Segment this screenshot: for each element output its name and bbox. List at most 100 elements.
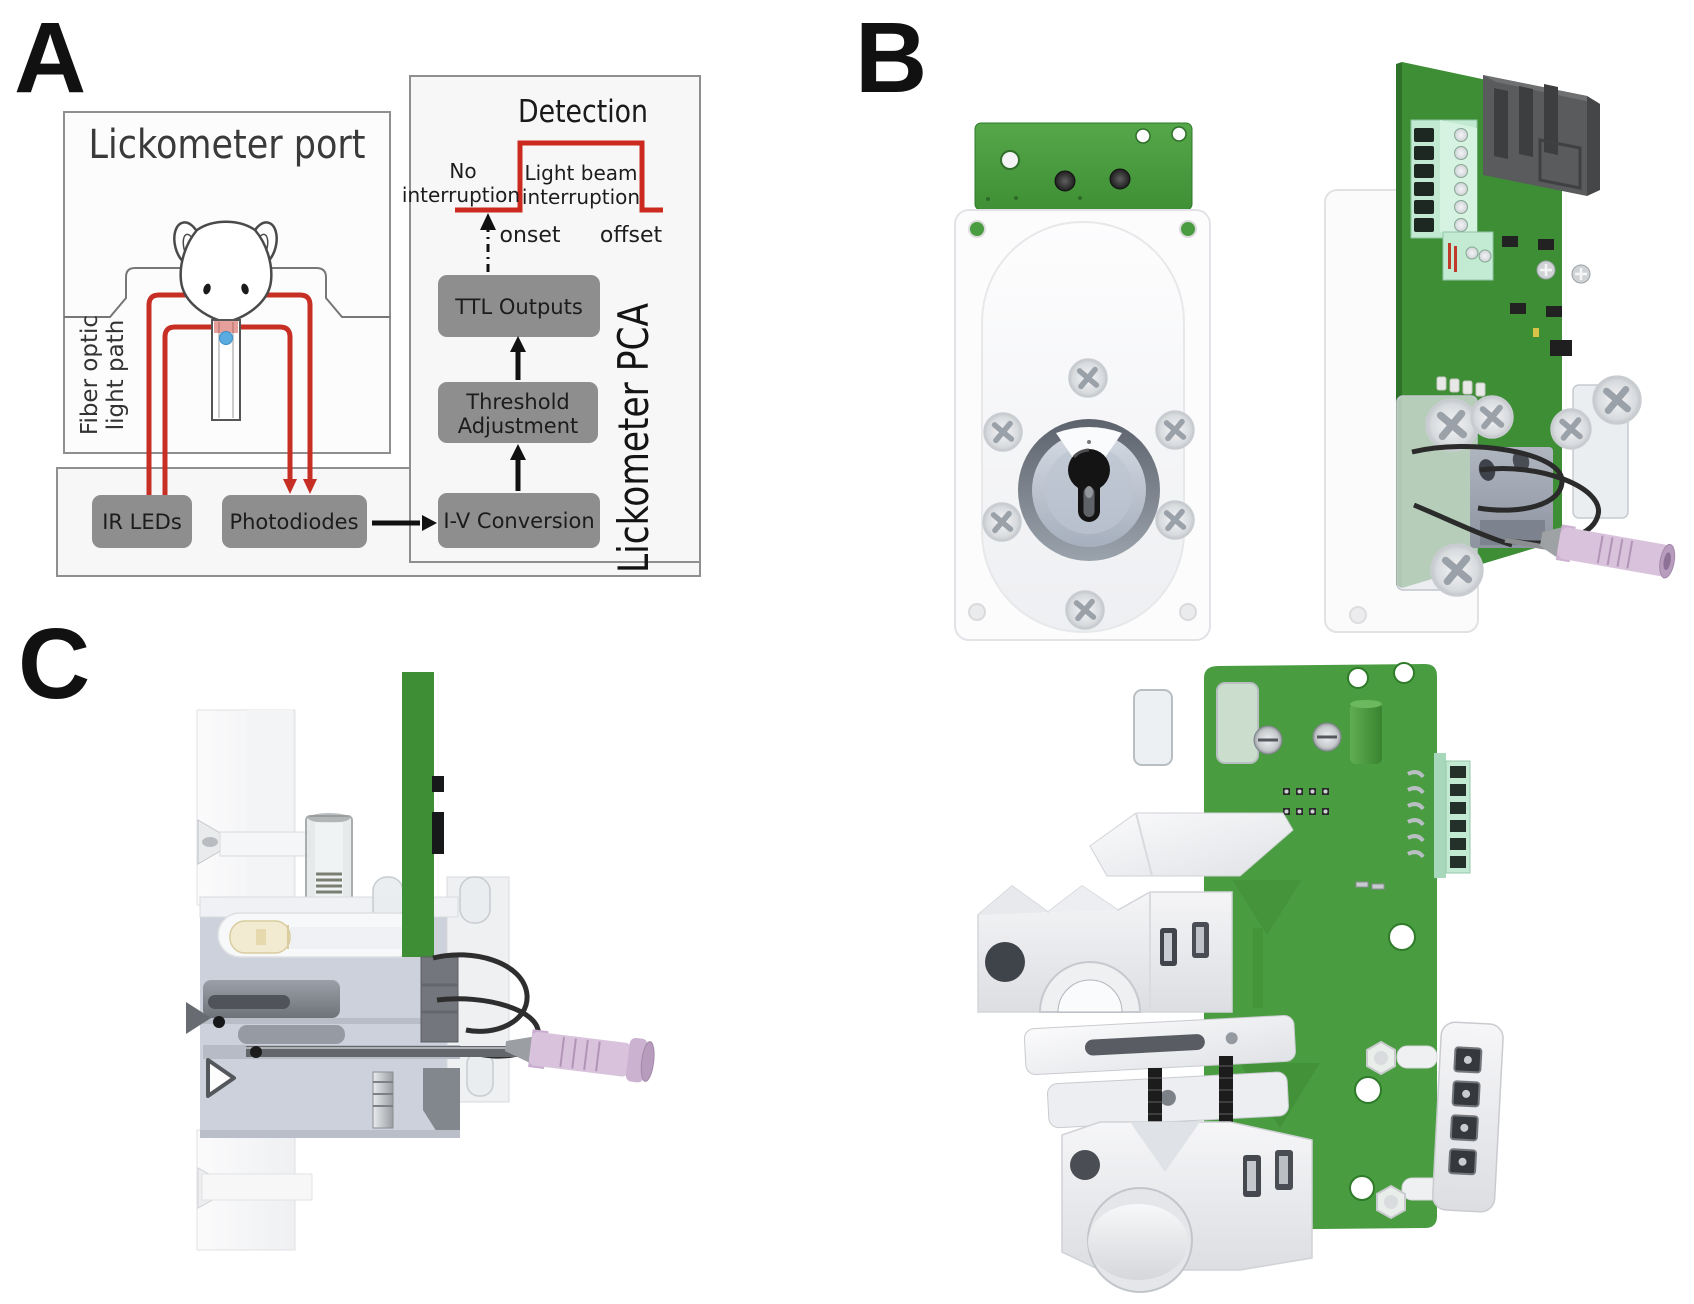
pcb-hole (1354, 1076, 1382, 1104)
tab-hole-3 (1171, 126, 1187, 142)
acrylic-tube-section (305, 813, 353, 907)
mount-screw-icon (1593, 376, 1641, 424)
drop-forming-point (250, 1046, 262, 1058)
up-arrowhead2-icon (510, 444, 526, 460)
ir-leds-box (92, 495, 192, 548)
phillips-screw-icon (1069, 359, 1107, 397)
panel-c-label: C (18, 608, 90, 720)
smd-components (1436, 236, 1591, 397)
panel-b-label: B (855, 2, 927, 114)
faceplate-section (196, 709, 313, 1251)
rj45-jack (1483, 75, 1600, 196)
beam-interruption-line2: interruption (522, 185, 640, 209)
bent-header-pins (1407, 770, 1425, 859)
threshold-label-line2: Adjustment (458, 414, 579, 438)
clamp-block (423, 1068, 460, 1137)
mount-screw-icon (1471, 396, 1513, 438)
threshold-box (438, 382, 598, 443)
terminal-slot (1414, 200, 1434, 214)
connector-block (1431, 1021, 1504, 1213)
tab-standoff-screw (1054, 170, 1076, 192)
panel-a-diagram: Lickometer port Fiber optic light path D… (14, 2, 701, 577)
threshold-label-line1: Threshold (465, 390, 570, 414)
fiber-label-line1: Fiber optic (77, 315, 103, 435)
yellow-led (1533, 328, 1539, 337)
open-arrowhead-annotation (206, 1058, 236, 1098)
render-side-view (1324, 62, 1676, 633)
needle-hub (1557, 527, 1671, 577)
no-interruption-line1: No (449, 159, 476, 183)
panel-b-renders: B (855, 2, 1676, 641)
pcb-hole (1347, 667, 1369, 689)
panel-b-exploded-view (977, 662, 1504, 1293)
terminal-slot (1414, 146, 1434, 160)
mount-screw-icon (1551, 409, 1591, 449)
plate-hole-tl (968, 220, 986, 238)
green-spacer-cylinder (1350, 703, 1382, 764)
mount-screw-icon (1426, 399, 1477, 450)
render-front-view (954, 122, 1211, 641)
screw-bore (219, 831, 311, 857)
mouse-head (179, 220, 273, 325)
plate-hole-bl (968, 603, 986, 621)
plate-hole-tr (1179, 220, 1197, 238)
tab-standoff-screw-2 (1109, 168, 1131, 190)
needle-shaft (246, 1046, 612, 1057)
terminal-slot (1414, 164, 1434, 178)
photodiodes-box (222, 495, 367, 548)
pin-headers (1283, 788, 1329, 815)
pcb-hole (1393, 662, 1415, 684)
port-box-title: Lickometer port (89, 122, 366, 168)
mount-screw-icon (1431, 544, 1482, 595)
beam-arrow-left-icon (283, 479, 297, 494)
mouse-left-eye (203, 283, 211, 295)
beam-arrow-right-icon (303, 479, 317, 494)
plate-side-hole (1349, 606, 1367, 624)
terminal-slot (1414, 182, 1434, 196)
drinking-spout (211, 319, 241, 421)
ir-leds-label: IR LEDs (102, 510, 182, 534)
ttl-pulse-trace (455, 140, 663, 213)
upper-beam-point (213, 1016, 225, 1028)
lower-tab (201, 1173, 313, 1201)
solder-pin (1355, 881, 1369, 888)
needle-assembly-section (246, 1029, 655, 1083)
ir-beam-crossing (214, 321, 238, 333)
printed-block-lower (1061, 1121, 1313, 1293)
iv-conversion-box (438, 493, 600, 548)
hub-mouth (640, 1041, 655, 1082)
phillips-screw-icon (984, 413, 1022, 451)
iv-conversion-label: I-V Conversion (443, 509, 594, 533)
terminal-slot (1414, 218, 1434, 232)
liquid-droplet (219, 331, 233, 345)
pcb-component (432, 776, 444, 792)
plate-hole-br (1179, 603, 1197, 621)
terminal-slot (1414, 128, 1434, 142)
mount-bore-lower (1070, 1150, 1100, 1180)
lick-port-bezel (1018, 419, 1160, 561)
beam-interruption-line1: Light beam (524, 161, 637, 185)
pca-vertical-label: Lickometer PCA (609, 303, 658, 573)
chrome-screws (1253, 722, 1342, 755)
onset-label: onset (499, 223, 560, 248)
mouse-right-eye (241, 283, 249, 295)
no-interruption-line2: interruption (402, 183, 520, 207)
filled-arrowhead-annotation (186, 1002, 211, 1034)
mount-bore (985, 942, 1025, 982)
panel-a-label: A (14, 2, 86, 114)
red-marking (1448, 243, 1451, 269)
ttl-outputs-label: TTL Outputs (454, 295, 583, 319)
needle-spout-assembly (1504, 524, 1676, 579)
onset-arrowhead-icon (480, 213, 496, 230)
terminal-block-2pos (1442, 231, 1494, 281)
photodiodes-label: Photodiodes (229, 510, 358, 534)
terminal-screw (1454, 128, 1468, 142)
offset-label: offset (600, 223, 663, 248)
light-pipe (290, 927, 415, 949)
pcb-hole (1349, 1175, 1375, 1201)
pcb-component-2 (432, 812, 444, 854)
needle-hub-section (529, 1031, 632, 1077)
acrylic-light-pipe (1133, 689, 1173, 766)
solder-pin (1371, 883, 1385, 890)
